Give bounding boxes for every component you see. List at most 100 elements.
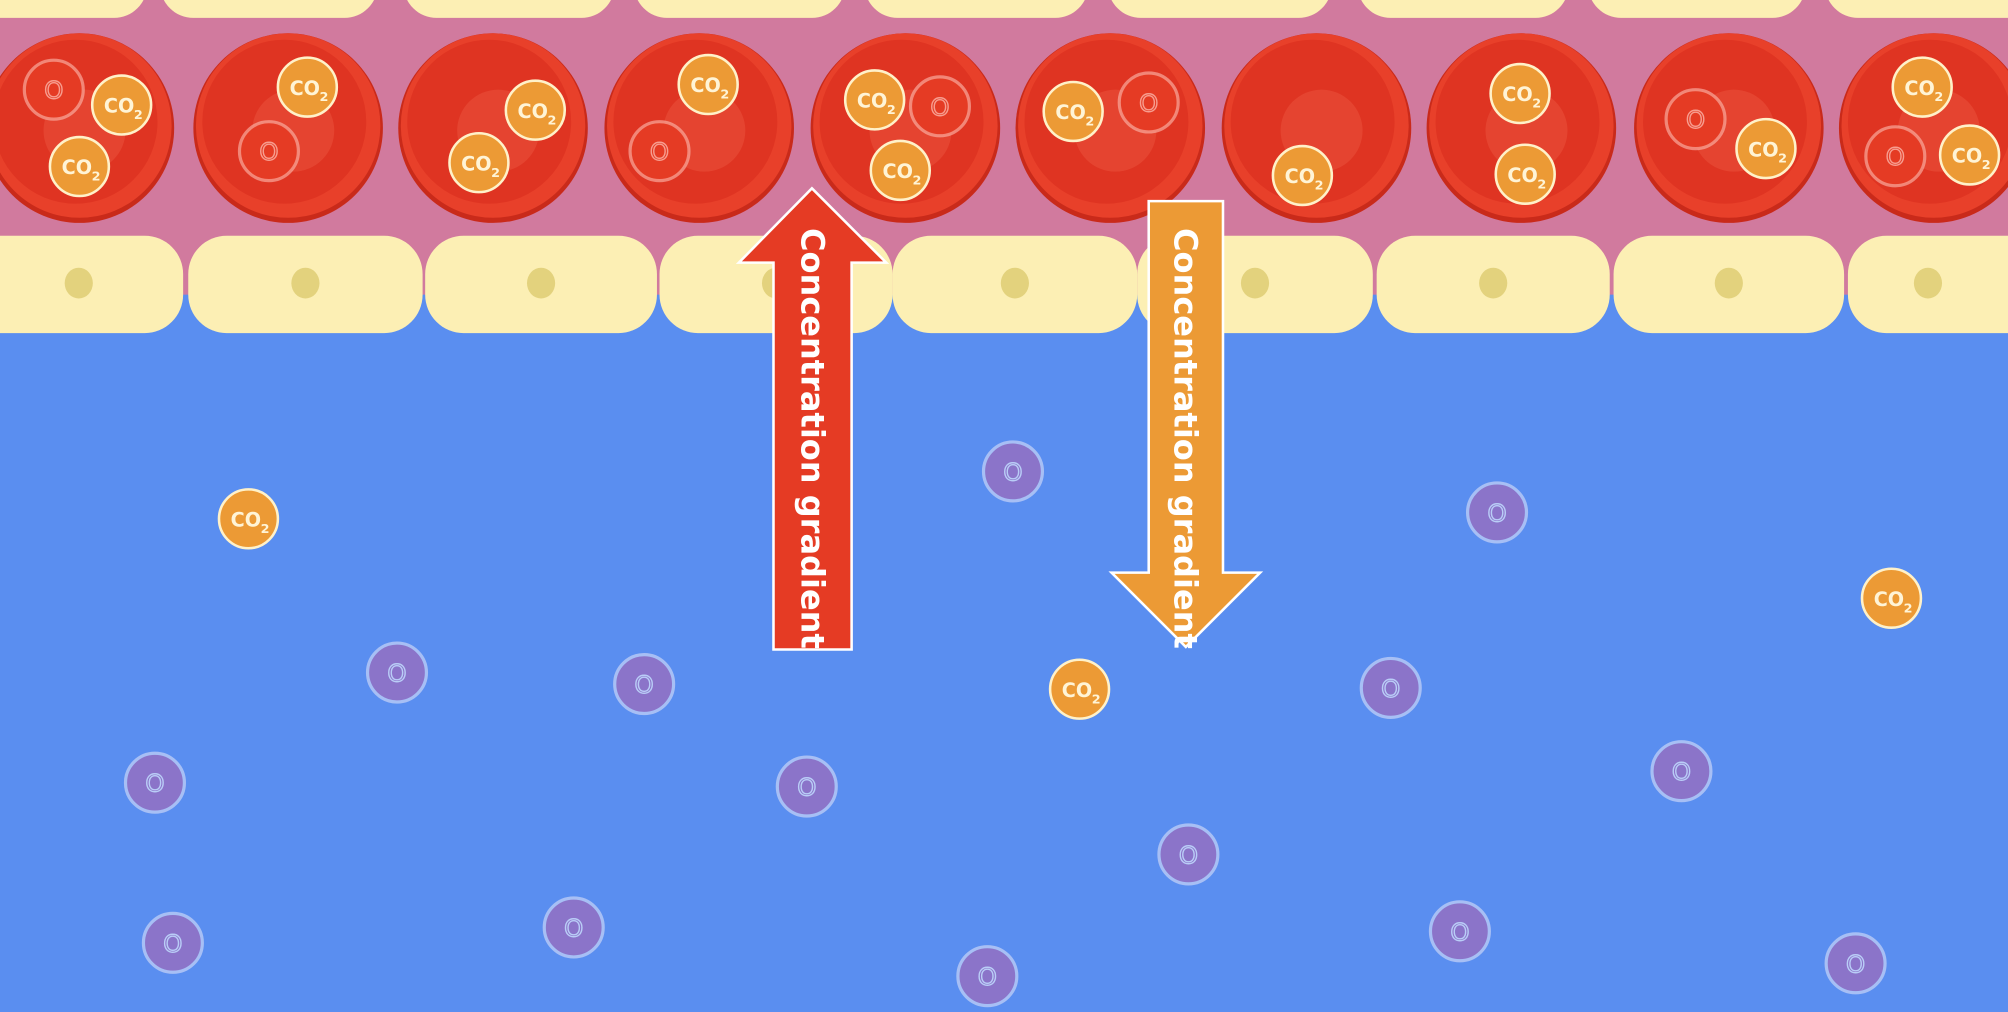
o2-label: O [1381, 674, 1400, 703]
cell-nucleus [526, 267, 556, 299]
o2-circle [775, 755, 838, 818]
co2-label: CO [1055, 101, 1085, 124]
o2-circle [1117, 71, 1180, 134]
o2-molecule: O [775, 755, 838, 818]
o2-label: O [387, 658, 406, 687]
co2-subscript: 2 [1537, 177, 1546, 192]
co2-label: CO [518, 100, 548, 123]
co2-label: CO [690, 74, 720, 97]
wall-cell [1613, 235, 1845, 334]
co2-circle [90, 74, 153, 136]
wall-cell [425, 235, 657, 334]
o2-molecule: O [141, 911, 204, 974]
o2-molecule: O [1465, 481, 1529, 544]
co2-label: CO [1507, 164, 1537, 187]
co2-label: CO [883, 160, 913, 183]
o2-circle [141, 911, 204, 974]
co2-subscript: 2 [1904, 601, 1913, 616]
cell-nucleus [64, 267, 93, 299]
o2-circle [1157, 823, 1220, 886]
wall-cell [637, 0, 842, 18]
o2-molecule: O [123, 751, 187, 814]
co2-label: CO [461, 152, 491, 175]
o2-circle [365, 641, 429, 704]
co2-subscript: 2 [1982, 158, 1991, 173]
co2-circle [1938, 124, 2001, 186]
o2-molecule: O [237, 120, 300, 183]
o2-circle [1824, 932, 1887, 995]
o2-molecule: O [1359, 656, 1422, 719]
co2-circle [276, 56, 339, 118]
o2-label: O [1003, 457, 1022, 486]
co2-gradient-arrow: Concentration gradient [1108, 199, 1264, 649]
o2-label: O [259, 137, 278, 166]
o2-label: O [1886, 142, 1905, 171]
co2-label: CO [1874, 588, 1904, 611]
co2-label: CO [290, 77, 320, 100]
co2-subscript: 2 [887, 103, 896, 118]
wall-cell [1376, 235, 1610, 334]
co2-label: CO [1285, 165, 1315, 188]
o2-molecule: O [1824, 932, 1887, 995]
o2-circle [628, 120, 691, 183]
co2-label: CO [104, 95, 134, 118]
o2-label: O [635, 670, 654, 699]
o2-circle [542, 896, 605, 959]
co2-label: CO [1502, 83, 1532, 106]
co2-subscript: 2 [261, 522, 270, 537]
co2-label: CO [857, 90, 887, 113]
wall-cell [1111, 0, 1329, 18]
arrow-label: Concentration gradient [794, 228, 832, 649]
o2-circle [613, 652, 676, 716]
o2-circle [981, 440, 1045, 503]
wall-cell [868, 0, 1085, 18]
o2-label: O [1139, 88, 1158, 117]
o2-circle [1428, 900, 1491, 963]
co2-label: CO [231, 508, 261, 531]
o2-label: O [650, 137, 669, 166]
co2-subscript: 2 [320, 90, 329, 105]
co2-subscript: 2 [1092, 692, 1101, 707]
o2-label: O [1450, 917, 1469, 946]
co2-circle [504, 79, 567, 141]
o2-molecule: O [1864, 125, 1927, 188]
co2-label: CO [1952, 145, 1982, 168]
cell-nucleus [1913, 267, 1943, 299]
wall-cell [1828, 0, 2008, 18]
o2-circle [908, 75, 972, 138]
co2-circle [1860, 567, 1923, 629]
o2-molecule: O [1117, 71, 1180, 134]
o2-circle [123, 751, 187, 814]
arrow-label: Concentration gradient [1166, 228, 1204, 649]
co2-subscript: 2 [1085, 115, 1094, 130]
o2-molecule: O [981, 440, 1045, 503]
o2-label: O [1179, 840, 1198, 869]
cell-nucleus [1240, 267, 1270, 299]
o2-label: O [797, 773, 816, 802]
co2-subscript: 2 [1315, 179, 1324, 194]
o2-label: O [145, 769, 164, 798]
co2-circle [677, 53, 739, 116]
co2-subscript: 2 [1778, 152, 1787, 167]
o2-label: O [1686, 105, 1705, 134]
o2-label: O [1672, 757, 1691, 786]
o2-label: O [564, 913, 583, 942]
gradient-arrows: Concentration gradient Concentration gra… [735, 186, 1264, 651]
